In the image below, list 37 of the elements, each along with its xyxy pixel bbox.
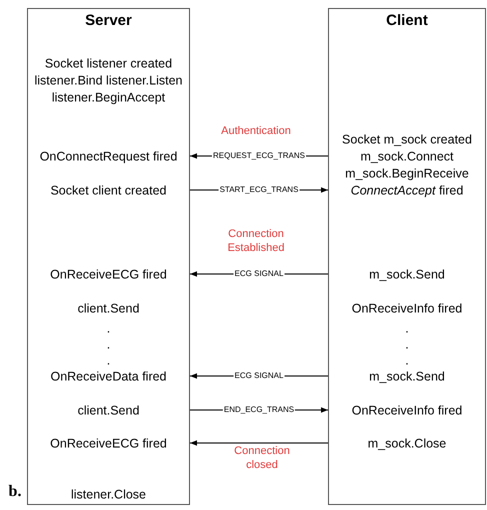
edge-label: START_ECG_TRANS xyxy=(218,185,300,195)
continuation-dot: . xyxy=(405,320,409,338)
event-text: client.Send xyxy=(78,402,140,420)
event-text: Socket client created xyxy=(50,182,167,200)
annotation-text: Connection closed xyxy=(233,444,291,472)
event-text: m_sock.Connect xyxy=(360,148,454,166)
event-text: Socket m_sock created xyxy=(342,132,472,148)
event-text: OnReceiveInfo fired xyxy=(352,402,462,420)
continuation-dot: . xyxy=(106,320,110,338)
annotation-text: Connection Established xyxy=(226,227,286,255)
event-text: OnReceiveInfo fired xyxy=(352,300,462,318)
column-heading: Server xyxy=(85,10,132,31)
continuation-dot: . xyxy=(405,336,409,354)
event-text: m_sock.BeginReceive xyxy=(345,166,469,182)
annotation-text: Authentication xyxy=(220,124,292,139)
panel-label: b. xyxy=(8,482,22,502)
lifeline-box xyxy=(328,8,486,505)
lifeline-box xyxy=(27,8,190,505)
event-text: Socket listener created listener.Bind listener.Listen listener.BeginAccept xyxy=(33,56,184,106)
continuation-dot: . xyxy=(405,352,409,370)
event-text: listener.Close xyxy=(70,486,146,504)
column-heading: Client xyxy=(386,10,428,31)
edge-label: ECG SIGNAL xyxy=(234,371,284,381)
arrow xyxy=(190,440,328,446)
event-text: m_sock.Close xyxy=(368,436,446,452)
event-text: ConnectAccept fired xyxy=(350,182,464,200)
event-text: m_sock.Send xyxy=(369,368,445,386)
event-text: OnReceiveData fired xyxy=(50,368,167,386)
event-text: OnConnectRequest fired xyxy=(40,148,178,166)
edge-label: REQUEST_ECG_TRANS xyxy=(212,151,306,161)
event-text: m_sock.Send xyxy=(369,266,445,284)
event-text: client.Send xyxy=(78,300,140,318)
continuation-dot: . xyxy=(106,352,110,370)
event-text: OnReceiveECG fired xyxy=(50,436,167,452)
event-text: OnReceiveECG fired xyxy=(50,266,167,284)
continuation-dot: . xyxy=(106,336,110,354)
edge-label: ECG SIGNAL xyxy=(234,269,284,279)
